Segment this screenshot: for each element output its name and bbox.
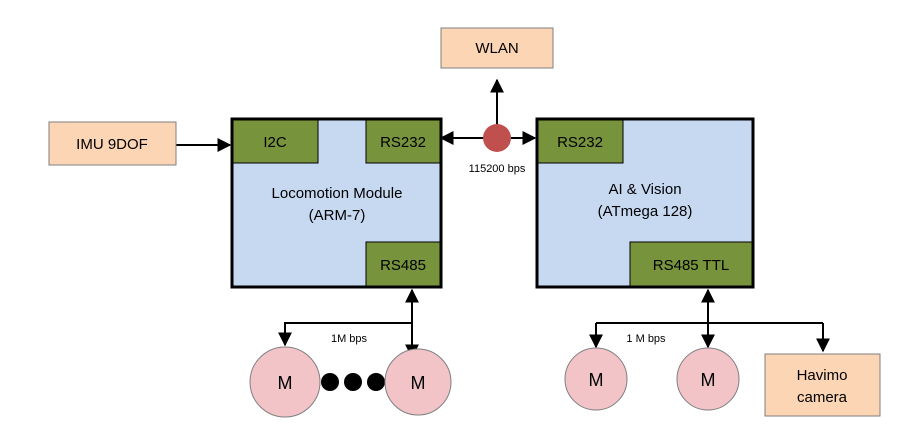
loco-subtitle: (ARM-7) — [309, 207, 366, 224]
imu-label: IMU 9DOF — [76, 136, 148, 153]
communication-hub — [483, 124, 511, 152]
ai-subtitle: (ATmega 128) — [598, 203, 693, 220]
right-motor-2-label: M — [701, 370, 716, 390]
locomotion-module: I2C RS232 RS485 Locomotion Module (ARM-7… — [230, 117, 443, 289]
ai-rs232-port — [537, 119, 624, 164]
loco-title: Locomotion Module — [272, 185, 403, 202]
ai-rs485-label: RS485 TTL — [653, 257, 729, 274]
i2c-port — [232, 119, 319, 164]
loco-rs232-port — [365, 119, 441, 164]
camera-box: Havimo camera — [764, 353, 881, 417]
loco-rs485-port — [365, 241, 441, 287]
right-bus-speed-label: 1 M bps — [626, 333, 666, 345]
wlan-label: WLAN — [475, 40, 518, 57]
right-motor-2: M — [676, 347, 740, 411]
left-motor-2: M — [384, 348, 452, 416]
i2c-label: I2C — [263, 134, 287, 151]
left-motor-1-label: M — [278, 373, 293, 393]
left-motor-2-label: M — [411, 373, 426, 393]
ai-rs232-label: RS232 — [557, 134, 603, 151]
left-bus-speed-label: 1M bps — [331, 333, 368, 345]
camera-label-line2: camera — [797, 389, 848, 406]
ellipsis-dot-1 — [321, 373, 339, 391]
ai-vision-module: RS232 RS485 TTL AI & Vision (ATmega 128) — [535, 117, 755, 289]
imu-box: IMU 9DOF — [48, 121, 177, 166]
loco-rs232-label: RS232 — [380, 134, 426, 151]
camera-label-line1: Havimo — [797, 367, 848, 384]
right-motor-1: M — [564, 347, 628, 411]
ai-title: AI & Vision — [608, 181, 681, 198]
ellipsis-dot-3 — [367, 373, 385, 391]
left-motor-1: M — [249, 346, 321, 418]
link-speed-label: 115200 bps — [469, 163, 526, 175]
loco-rs485-label: RS485 — [380, 257, 426, 274]
wlan-box: WLAN — [440, 27, 554, 69]
right-motor-1-label: M — [589, 370, 604, 390]
ellipsis-dot-2 — [344, 373, 362, 391]
ai-rs485-port — [629, 241, 753, 287]
